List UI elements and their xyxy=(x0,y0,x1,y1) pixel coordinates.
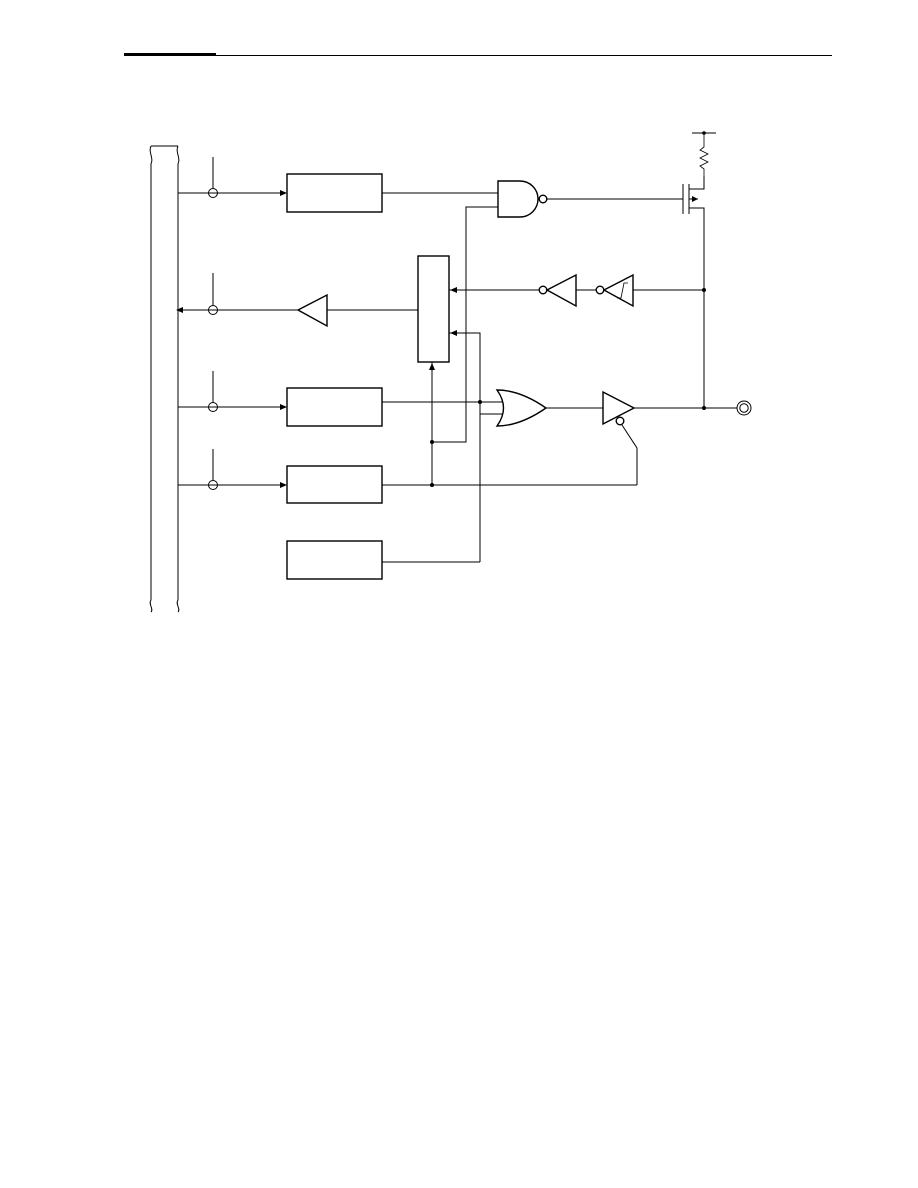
schmitt-trigger-inverter xyxy=(595,273,634,308)
register-block-1 xyxy=(286,173,383,213)
input-buffer xyxy=(296,293,328,328)
nand-gate xyxy=(497,180,548,218)
register-block-4 xyxy=(286,465,383,504)
pin-terminal xyxy=(736,400,752,416)
control-signal-2-node xyxy=(208,305,218,315)
register-block-3 xyxy=(286,387,383,427)
p-channel-mosfet xyxy=(682,176,705,407)
nand-input-2-wire xyxy=(432,206,498,443)
row-1-signal xyxy=(178,157,287,198)
header-rule-thin xyxy=(124,55,832,56)
control-signal-1-node xyxy=(208,188,218,198)
internal-bus xyxy=(149,145,180,613)
nand-bubble xyxy=(538,194,548,204)
pull-up-resistor xyxy=(692,131,716,176)
inverter xyxy=(538,273,577,308)
or-gate xyxy=(495,389,548,427)
control-signal-3-node xyxy=(208,402,218,412)
control-signal-4-node xyxy=(208,480,218,490)
selector-block xyxy=(417,255,450,363)
output-enable-wire xyxy=(621,424,638,485)
header-rule-thick xyxy=(124,53,216,56)
bus-input-arrow xyxy=(176,307,183,313)
register-block-5 xyxy=(286,540,383,580)
output-buffer xyxy=(602,390,636,426)
selector-input-2-wire xyxy=(449,332,481,562)
output-enable-bubble xyxy=(615,416,625,426)
